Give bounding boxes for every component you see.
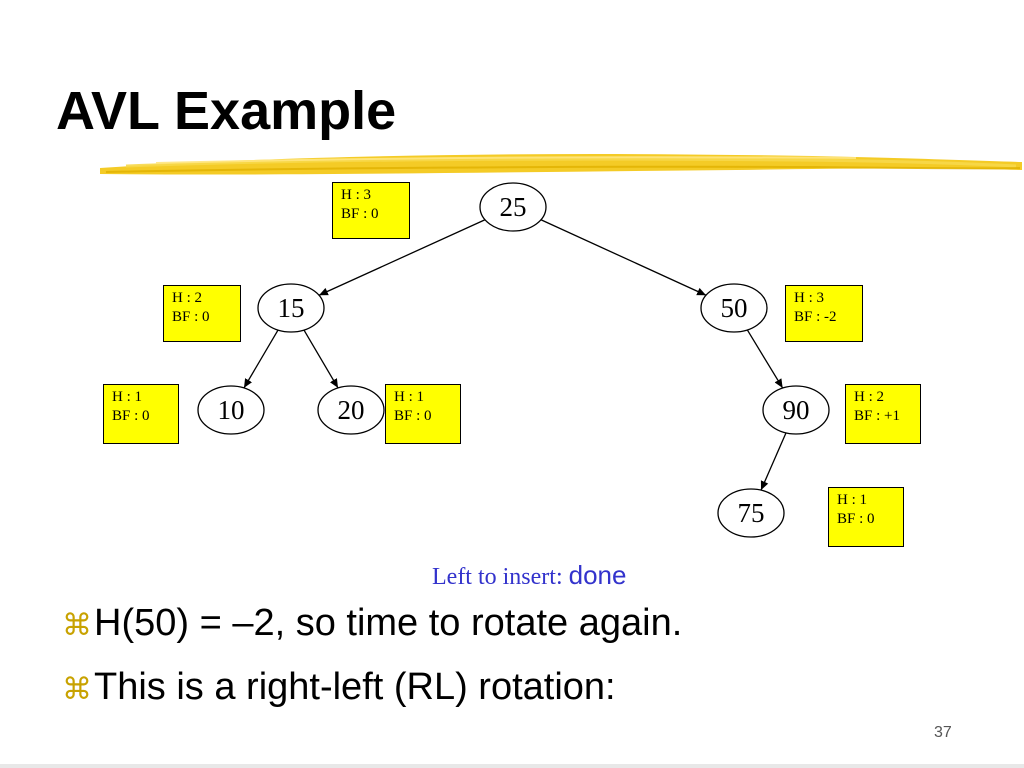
node-height-label: H : 1 xyxy=(112,389,142,405)
bullet-item: ⌘This is a right-left (RL) rotation: xyxy=(62,666,616,709)
insert-status-label: Left to insert: xyxy=(432,564,569,590)
tree-node: 50 xyxy=(700,283,768,333)
tree-node-circle xyxy=(700,283,768,333)
node-height-label: H : 3 xyxy=(341,187,371,203)
command-key-icon: ⌘ xyxy=(62,608,92,643)
tree-node: 75 xyxy=(717,488,785,538)
tree-node-circle xyxy=(717,488,785,538)
tree-node-label: 25 xyxy=(500,192,527,222)
tree-edge-arrow xyxy=(318,219,486,296)
tree-node-label: 15 xyxy=(278,293,305,323)
tree-node-label: 10 xyxy=(218,395,245,425)
node-balance-factor-label: BF : 0 xyxy=(837,511,875,527)
tree-node: 10 xyxy=(197,385,265,435)
node-balance-factor-label: BF : -2 xyxy=(794,309,837,325)
tree-node-label: 90 xyxy=(783,395,810,425)
node-height-label: H : 3 xyxy=(794,290,824,306)
node-balance-factor-label: BF : 0 xyxy=(394,408,432,424)
tree-edge-arrow xyxy=(760,432,787,491)
node-info-box: H : 3 BF : -2 xyxy=(785,285,863,342)
title-underline-brush xyxy=(100,154,1022,175)
node-height-label: H : 1 xyxy=(394,389,424,405)
bullet-item: ⌘H(50) = –2, so time to rotate again. xyxy=(62,602,682,645)
footer-divider xyxy=(0,764,1024,768)
command-key-icon: ⌘ xyxy=(62,672,92,707)
insert-status: Left to insert: done xyxy=(432,560,626,591)
tree-node-circle xyxy=(317,385,385,435)
tree-node: 15 xyxy=(257,283,325,333)
insert-status-value: done xyxy=(568,560,627,590)
tree-node: 20 xyxy=(317,385,385,435)
node-info-box: H : 2 BF : 0 xyxy=(163,285,241,342)
slide-title: AVL Example xyxy=(56,81,397,141)
node-balance-factor-label: BF : 0 xyxy=(112,408,150,424)
bullet-text: H(50) = –2, so time to rotate again. xyxy=(94,602,683,644)
node-balance-factor-label: BF : 0 xyxy=(172,309,210,325)
tree-edge-arrow xyxy=(303,329,339,389)
node-height-label: H : 2 xyxy=(854,389,884,405)
tree-edge-arrow xyxy=(243,329,279,389)
tree-node-label: 75 xyxy=(738,498,765,528)
node-info-box: H : 1 BF : 0 xyxy=(385,384,461,444)
node-info-box: H : 3 BF : 0 xyxy=(332,182,410,239)
node-balance-factor-label: BF : 0 xyxy=(341,206,379,222)
node-height-label: H : 2 xyxy=(172,290,202,306)
tree-node-circle xyxy=(197,385,265,435)
tree-node-label: 50 xyxy=(721,293,748,323)
tree-node-circle xyxy=(762,385,830,435)
tree-node-circle xyxy=(479,182,547,232)
tree-node-label: 20 xyxy=(338,395,365,425)
tree-edge-arrow xyxy=(540,219,707,296)
node-info-box: H : 2 BF : +1 xyxy=(845,384,921,444)
tree-node-circle xyxy=(257,283,325,333)
tree-edge-arrow xyxy=(746,329,784,389)
tree-node: 90 xyxy=(762,385,830,435)
node-balance-factor-label: BF : +1 xyxy=(854,408,900,424)
tree-node: 25 xyxy=(479,182,547,232)
node-height-label: H : 1 xyxy=(837,492,867,508)
page-number: 37 xyxy=(934,724,952,741)
node-info-box: H : 1 BF : 0 xyxy=(828,487,904,547)
node-info-box: H : 1 BF : 0 xyxy=(103,384,179,444)
avl-tree-diagram: 25 15 50 10 20 90 75 xyxy=(197,182,830,538)
bullet-text: This is a right-left (RL) rotation: xyxy=(94,666,616,708)
